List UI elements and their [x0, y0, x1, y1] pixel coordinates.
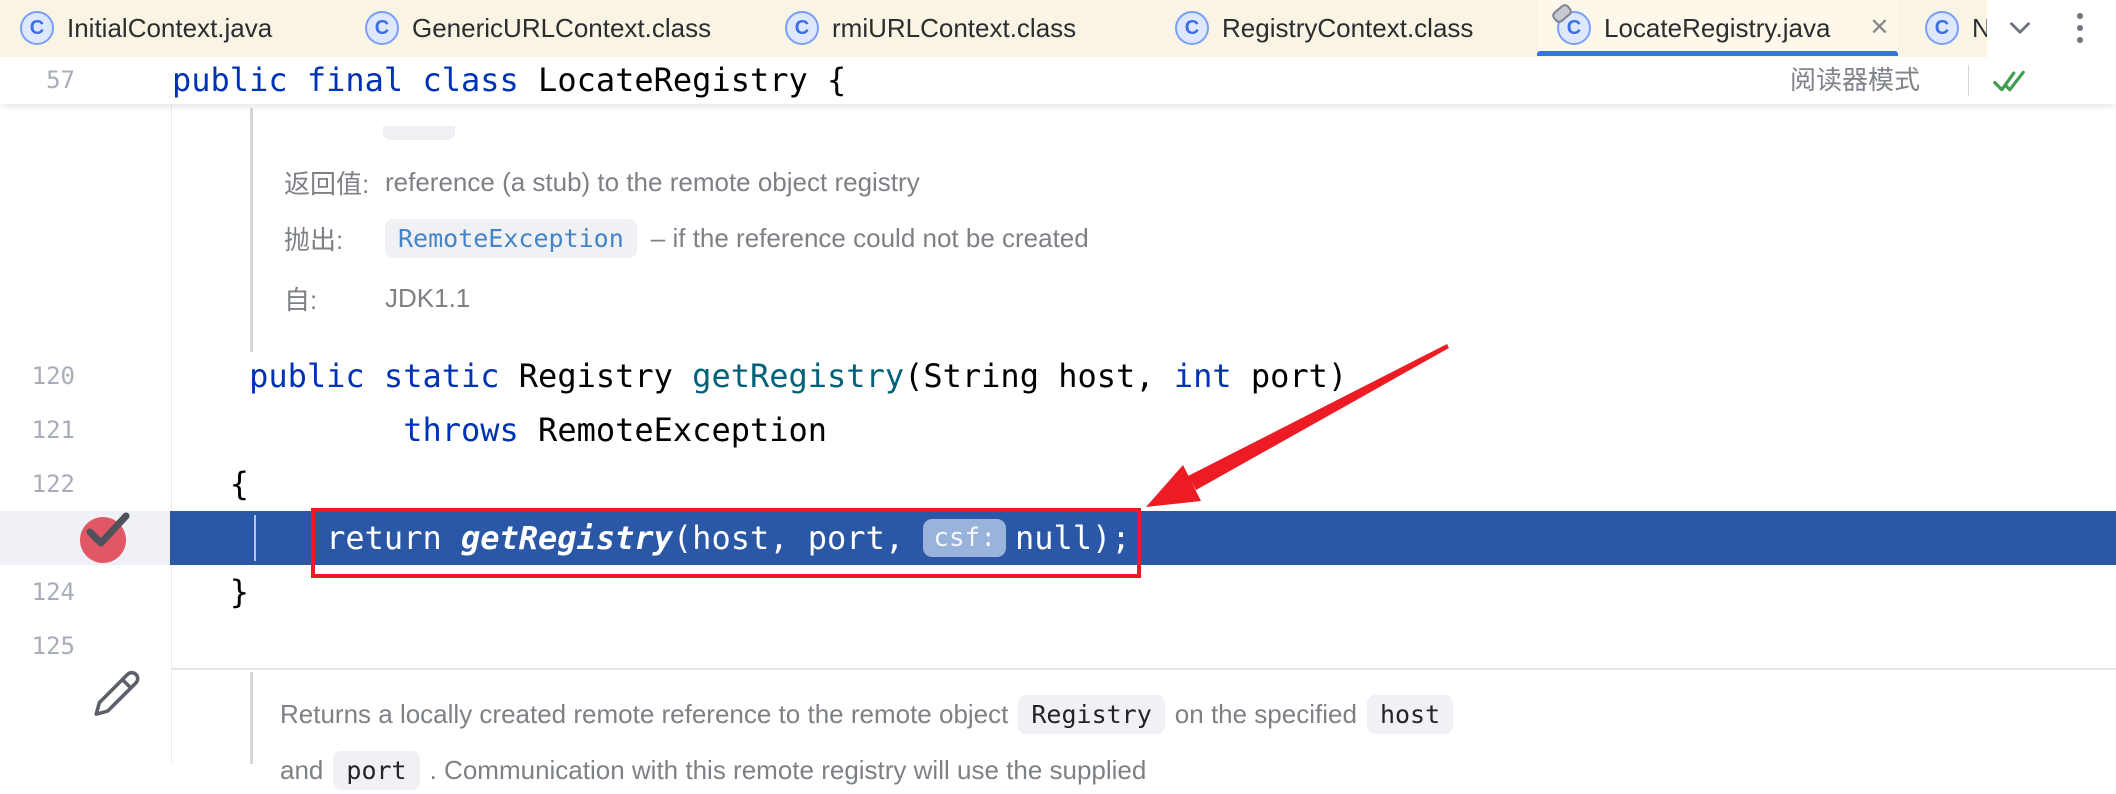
gutter-separator: [171, 104, 172, 764]
class-icon-letter: C: [794, 16, 810, 39]
doc-code-chip: Registry: [1018, 694, 1165, 734]
line-number: 121: [31, 416, 75, 444]
tab-rmiurlcontext[interactable]: C rmiURLContext.class: [765, 0, 1110, 56]
edit-comment-pencil-icon[interactable]: [94, 670, 140, 716]
tab-initialcontext[interactable]: C InitialContext.java: [0, 0, 330, 56]
parameter-hint-chip: csf:: [923, 519, 1006, 557]
sticky-code-header: 57 public final class LocateRegistry { 阅…: [0, 57, 2116, 104]
line-number: 122: [31, 470, 75, 498]
line-number: 125: [31, 632, 75, 660]
header-separator: [1968, 65, 1969, 96]
code-keyword: throws: [172, 411, 519, 449]
indent-guide: [254, 515, 256, 561]
code-editor: 返回值: reference (a stub) to the remote ob…: [0, 104, 2116, 790]
code-text: {: [172, 465, 250, 503]
code-keyword: public final class: [172, 61, 539, 99]
code-text: }: [172, 573, 250, 611]
chevron-down-icon: [2010, 22, 2030, 34]
doc-exception-link[interactable]: RemoteException: [385, 218, 637, 258]
class-icon-letter: C: [1566, 16, 1582, 39]
reader-mode-label[interactable]: 阅读器模式: [1790, 65, 1921, 95]
code-text: port): [1231, 357, 1348, 395]
tab-label: N: [1972, 12, 1987, 43]
doc-text: Returns a locally created remote referen…: [280, 698, 1009, 729]
class-icon: C: [1175, 11, 1209, 45]
code-text: RemoteException: [518, 411, 828, 449]
tab-label: GenericURLContext.class: [412, 12, 712, 43]
class-icon-letter: C: [29, 16, 45, 39]
doc-since-text: JDK1.1: [385, 282, 471, 313]
doc-since-label: 自:: [284, 284, 318, 315]
code-keyword: return: [172, 519, 461, 557]
class-icon-letter: C: [1184, 16, 1200, 39]
doc-text: . Communication with this remote registr…: [429, 754, 1147, 785]
doc-text: on the specified: [1174, 698, 1357, 729]
code-line-122[interactable]: {: [172, 457, 249, 511]
code-text: Registry: [518, 357, 693, 395]
code-text: LocateRegistry {: [538, 61, 847, 99]
class-icon: C: [1550, 2, 1591, 45]
clipped-chip: [383, 126, 455, 140]
tab-label: rmiURLContext.class: [832, 12, 1077, 43]
class-icon-letter: C: [374, 16, 390, 39]
code-text: (host, port,: [672, 519, 924, 557]
doc-block-border: [250, 108, 253, 352]
gutter-highlight: [0, 511, 171, 565]
doc-divider: [172, 668, 2116, 670]
class-icon: C: [20, 11, 54, 45]
code-line-121[interactable]: throws RemoteException: [172, 403, 827, 457]
class-icon: C: [365, 11, 399, 45]
doc-returns-label: 返回值:: [284, 168, 370, 199]
class-icon-letter: C: [1934, 16, 1950, 39]
editor-tab-bar: C InitialContext.java C GenericURLContex…: [0, 0, 2116, 58]
code-line-124[interactable]: }: [172, 565, 249, 619]
code-text: (String host,: [904, 357, 1174, 395]
tab-label: InitialContext.java: [67, 12, 273, 43]
doc-throws-row: 抛出: RemoteException – if the reference c…: [284, 216, 1089, 260]
doc-returns-text: reference (a stub) to the remote object …: [385, 166, 920, 197]
code-line-123[interactable]: return getRegistry(host, port, csf:null)…: [172, 511, 1131, 565]
tab-locateregistry-active[interactable]: C LocateRegistry.java ✕: [1537, 0, 1898, 56]
kebab-menu-icon: [2077, 13, 2083, 43]
code-keyword: int: [1173, 357, 1232, 395]
tab-partial[interactable]: C N: [1905, 0, 1987, 56]
doc-block-border: [250, 672, 253, 764]
tab-registrycontext[interactable]: C RegistryContext.class: [1155, 0, 1505, 56]
code-keyword: public static: [172, 357, 519, 395]
doc-returns-row: 返回值: reference (a stub) to the remote ob…: [284, 160, 920, 204]
highlighted-line-row[interactable]: [170, 511, 2116, 565]
doc-bottom-line-1: Returns a locally created remote referen…: [280, 690, 1463, 738]
doc-text: and: [280, 754, 324, 785]
tab-label: RegistryContext.class: [1222, 12, 1474, 43]
line-number: 124: [31, 578, 75, 606]
inspections-ok-icon[interactable]: [1990, 62, 2028, 100]
class-icon: C: [785, 11, 819, 45]
doc-throws-label: 抛出:: [284, 224, 344, 255]
line-number: 57: [46, 66, 75, 94]
doc-code-chip: port: [333, 750, 420, 790]
method-name: getRegistry: [692, 357, 905, 395]
tab-options-button[interactable]: [2062, 10, 2098, 46]
doc-bottom-line-2: and port . Communication with this remot…: [280, 746, 1146, 794]
class-icon: C: [1925, 11, 1959, 45]
sticky-header-code[interactable]: public final class LocateRegistry {: [172, 57, 846, 104]
code-line-120[interactable]: public static Registry getRegistry(Strin…: [172, 349, 1347, 403]
show-hidden-tabs-button[interactable]: [2002, 10, 2038, 46]
line-number: 120: [31, 362, 75, 390]
annotation-red-rectangle: [311, 508, 1141, 578]
method-call: getRegistry: [460, 519, 673, 557]
doc-throws-text: – if the reference could not be created: [650, 222, 1089, 253]
doc-code-chip: host: [1366, 694, 1454, 734]
tab-label: LocateRegistry.java: [1604, 12, 1831, 43]
tab-genericurlcontext[interactable]: C GenericURLContext.class: [345, 0, 730, 56]
doc-since-row: 自: JDK1.1: [284, 276, 470, 320]
code-text: null);: [1014, 519, 1131, 557]
close-tab-icon[interactable]: ✕: [1869, 14, 1890, 41]
